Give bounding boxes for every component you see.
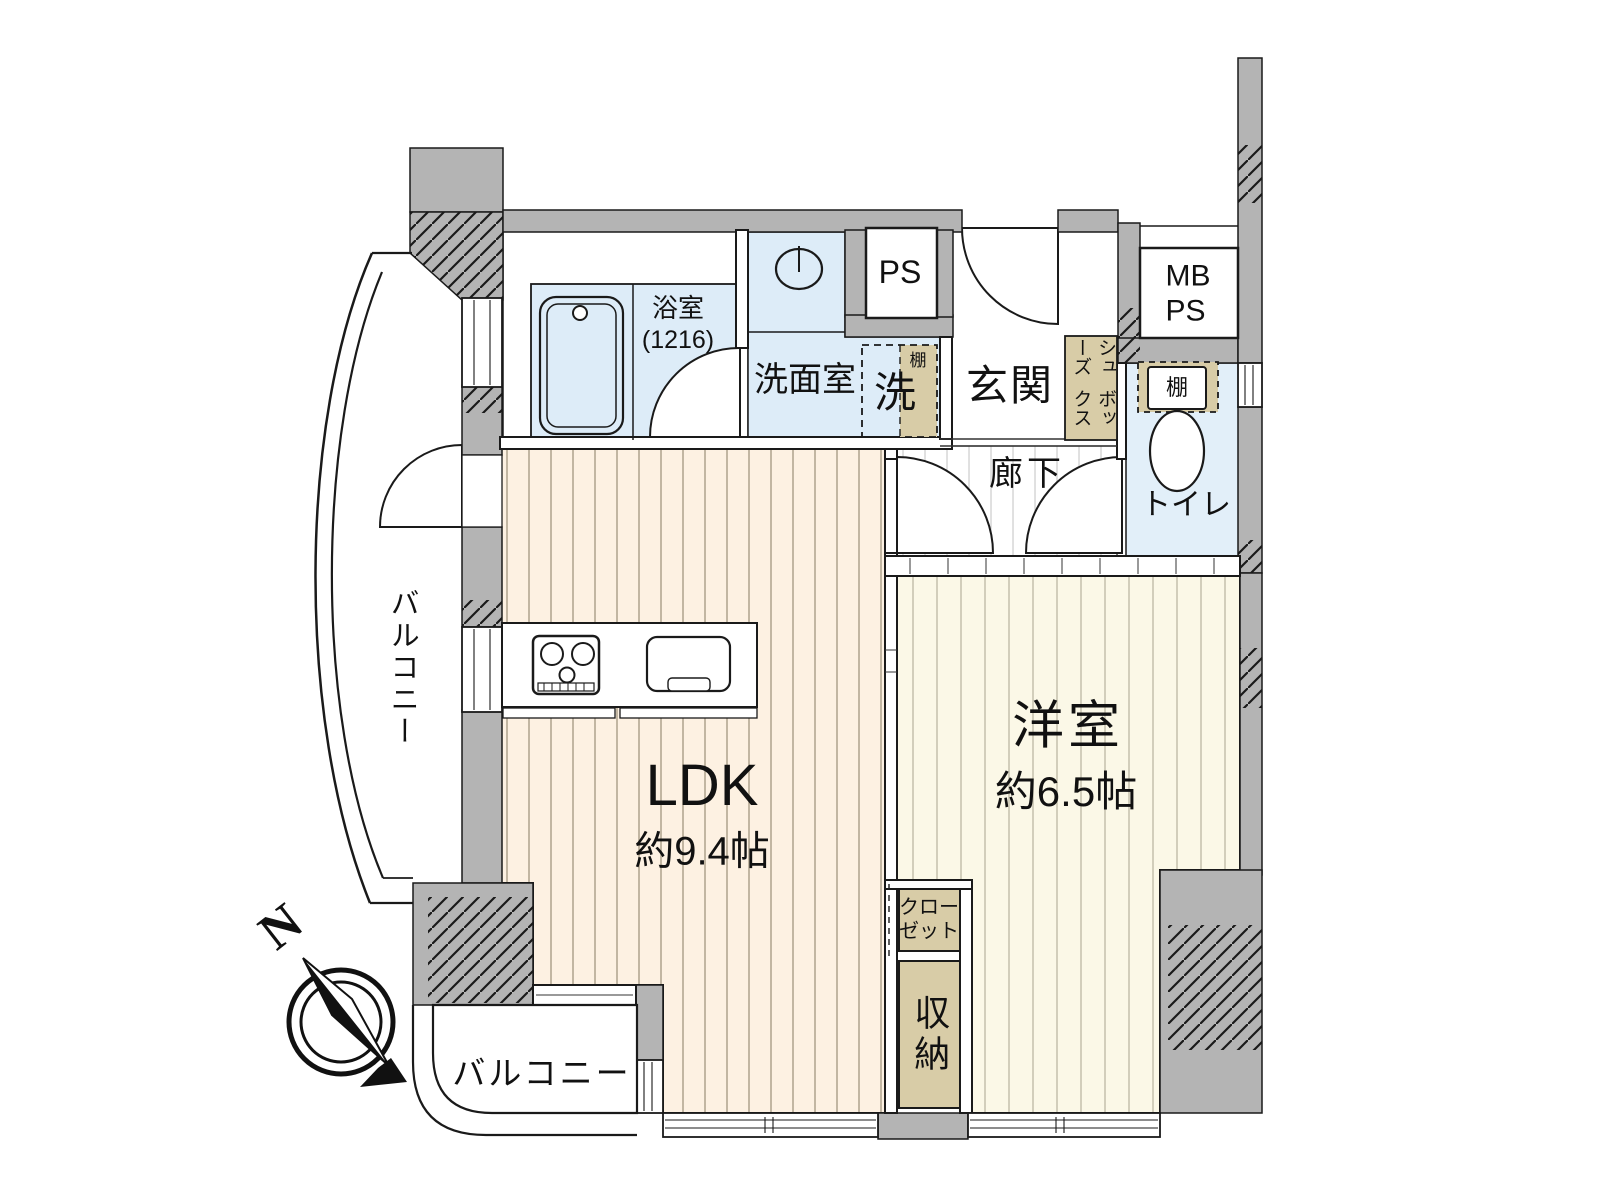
stove <box>531 634 601 696</box>
washer-shelf-area <box>900 345 937 437</box>
bath-label: 浴室 (1216) <box>641 292 715 354</box>
compass-outer-ring <box>286 967 396 1077</box>
left-balcony-door-arc <box>378 443 463 528</box>
shoe-box <box>1064 335 1118 441</box>
wall-washroom-entrance <box>939 336 953 440</box>
closet-box <box>898 888 961 952</box>
western-room-size-label: 約6.5帖 <box>994 768 1138 816</box>
windows <box>461 297 1263 1138</box>
western-room-label: 洋室 <box>1011 697 1125 756</box>
left-balcony-outer-rail <box>314 252 374 904</box>
balcony-left-label: バルコニー <box>386 588 419 748</box>
window-lines <box>473 300 1254 1133</box>
toilet-bowl <box>1148 409 1206 493</box>
ldk-hall-door-arc <box>896 455 995 554</box>
mb-ps-label: MB PS <box>1165 259 1211 328</box>
bathtub <box>538 295 625 436</box>
washer-shelf-label: 棚 <box>909 350 927 370</box>
shoe-box-label: シューズ ボックス <box>1070 338 1116 427</box>
left-balcony-door-opening <box>461 454 503 528</box>
wall-bath-bottom <box>499 436 953 450</box>
balcony-bottom-label: バルコニー <box>452 1054 632 1092</box>
ldk-size-label: 約9.4帖 <box>634 829 770 874</box>
ps-label: PS <box>878 254 922 291</box>
bottom-balcony-floor <box>431 1003 639 1115</box>
bottom-balcony-outer-rail <box>411 1005 637 1137</box>
left-balcony-inner-rail <box>330 271 385 879</box>
partition-ticks <box>536 438 1215 996</box>
wall-toilet-left <box>1116 362 1127 460</box>
storage-box <box>898 960 961 1109</box>
bath-door-arc <box>648 346 741 438</box>
washer-label: 洗 <box>873 369 917 417</box>
closet-label: クロー ゼット <box>899 896 959 942</box>
fixtures <box>501 225 1240 1109</box>
hallway-label: 廊下 <box>989 454 1065 493</box>
wall-top-left-block <box>409 147 504 213</box>
wall-bath-washroom <box>735 229 749 349</box>
ps-shaft <box>864 226 939 320</box>
mb-ps-shaft <box>1138 246 1240 340</box>
wall-ldk-western <box>884 552 898 1114</box>
balconies <box>314 251 639 1137</box>
toilet-label: トイレ <box>1141 488 1231 522</box>
ldk-label: LDK <box>645 752 759 818</box>
wall-right-column <box>1237 57 1263 364</box>
entrance-door-arc <box>960 227 1059 326</box>
entrance-label: 玄関 <box>965 362 1055 410</box>
toilet-shelf-label: 棚 <box>1165 375 1189 401</box>
washroom-label: 洗面室 <box>754 360 856 399</box>
toilet-door-arc <box>1024 455 1123 554</box>
wall-hatching <box>410 145 1262 1050</box>
compass-inner-ring <box>299 980 383 1064</box>
compass <box>286 957 407 1087</box>
storage-label: 収納 <box>909 994 951 1076</box>
toilet-tank <box>1147 366 1207 410</box>
